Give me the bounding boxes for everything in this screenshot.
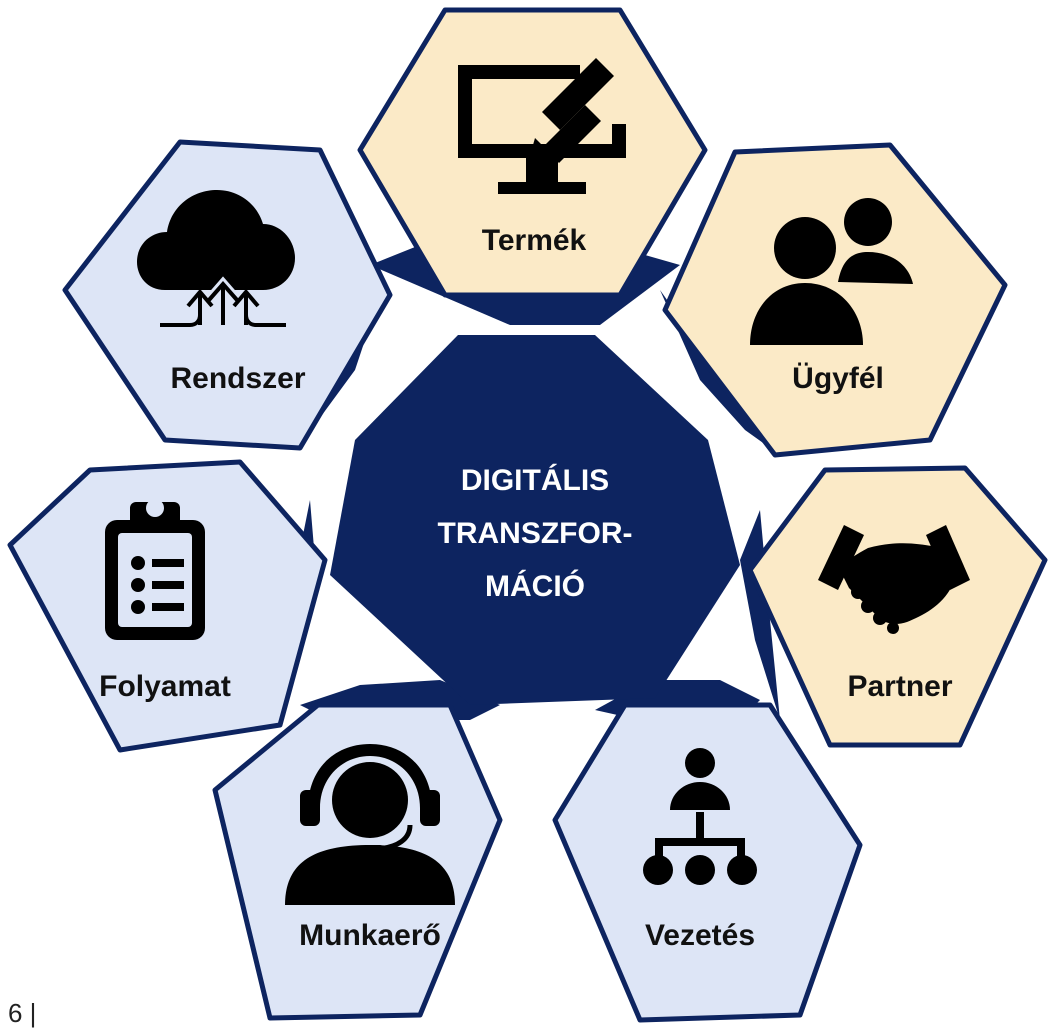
center-line-3: MÁCIÓ (485, 569, 585, 603)
clipboard-list-icon (105, 499, 205, 640)
center-heptagon (330, 335, 740, 705)
label-rendszer: Rendszer (170, 362, 305, 395)
label-munkaero: Munkaerő (299, 919, 441, 952)
handshake-icon (818, 525, 970, 634)
cloud-upload-icon (137, 190, 295, 327)
label-termek: Termék (482, 224, 587, 257)
hex-vezetes (552, 680, 863, 1023)
page-number: 6 | (8, 998, 37, 1028)
center-line-1: DIGITÁLIS (461, 463, 609, 497)
users-icon (750, 198, 913, 345)
label-ugyfel: Ügyfél (792, 362, 884, 395)
headset-person-icon (285, 744, 455, 905)
label-vezetes: Vezetés (645, 919, 755, 952)
monitor-pen-icon (458, 58, 626, 194)
hex-partner-shadow (740, 510, 780, 720)
label-folyamat: Folyamat (99, 670, 231, 703)
label-partner: Partner (847, 670, 952, 703)
org-chart-icon (643, 748, 757, 885)
center-line-2: TRANSZFOR- (438, 517, 633, 550)
